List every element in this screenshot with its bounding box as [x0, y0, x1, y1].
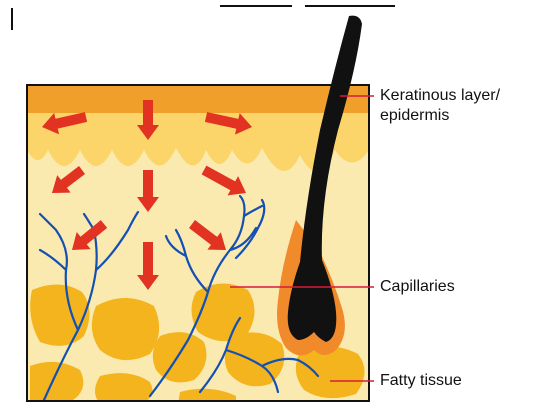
- label-capillaries: Capillaries: [380, 277, 455, 297]
- label-fatty-tissue: Fatty tissue: [380, 371, 462, 391]
- label-keratinous-line1: Keratinous layer/: [380, 86, 500, 106]
- fat-lobule: [153, 332, 207, 382]
- image-border-fragment: [12, 6, 395, 30]
- label-keratinous-line2: epidermis: [380, 106, 500, 126]
- fat-lobule: [30, 362, 83, 402]
- label-keratinous-layer: Keratinous layer/ epidermis: [380, 86, 500, 126]
- keratinous-layer: [27, 85, 369, 113]
- fat-lobule: [92, 298, 159, 360]
- fat-lobule: [30, 284, 89, 345]
